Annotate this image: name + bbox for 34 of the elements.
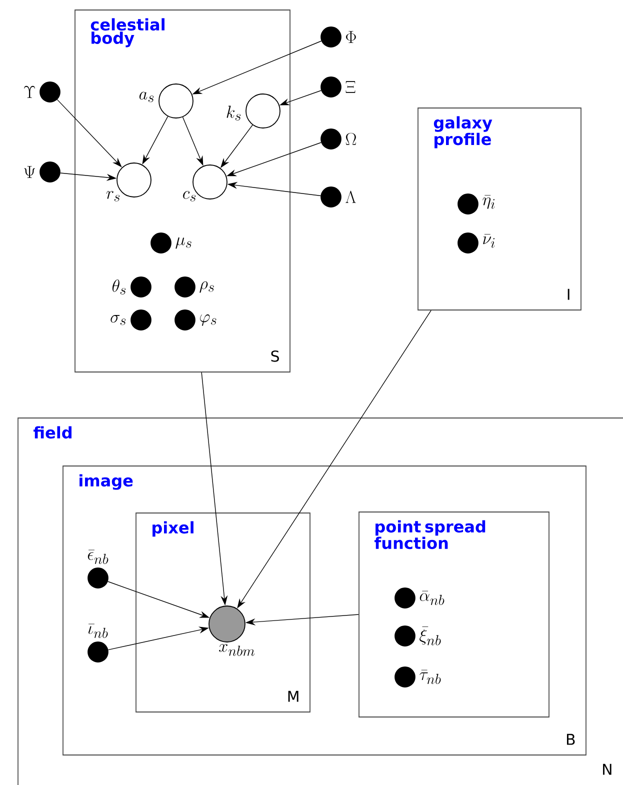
variable-label: $\bar{\tau}_{nb}$ — [420, 670, 441, 684]
variable-label: $x_{nbm}$ — [219, 644, 254, 656]
variable-label: $\Phi$ — [346, 31, 356, 43]
variable-label: $r_s$ — [106, 191, 120, 202]
variable-label: $\bar{\xi}_{nb}$ — [420, 626, 441, 646]
variable-label: $\bar{\alpha}_{nb}$ — [420, 590, 444, 605]
plate-index: B — [566, 734, 575, 745]
plate-index: N — [603, 764, 612, 775]
variable-label: $\bar{\nu}_i$ — [483, 234, 495, 248]
plate-index: S — [271, 350, 279, 362]
variable-label: $\varphi_s$ — [200, 314, 216, 326]
variable-label: $\bar{\iota}_{nb}$ — [88, 624, 108, 638]
variable-label: $\mu_s$ — [176, 237, 192, 249]
variable-label: $\Psi$ — [24, 166, 35, 178]
variable-label: $\rho_s$ — [200, 281, 214, 293]
variable-label: $\bar{\epsilon}_{nb}$ — [88, 550, 108, 564]
plate-index: I — [568, 288, 570, 300]
variable-label: $\bar{\eta}_i$ — [482, 195, 495, 209]
variable-label: $\Omega$ — [346, 132, 356, 145]
plate-title: galaxy profile — [434, 116, 492, 148]
variable-label: $a_s$ — [139, 92, 154, 102]
variable-label: $\sigma_s$ — [110, 314, 126, 326]
plate-title: point spread function — [374, 520, 486, 550]
plate-title: pixel — [152, 521, 194, 537]
plate-title: celestial body — [90, 18, 164, 48]
plate-title: image — [80, 474, 133, 490]
plate-title: field — [34, 426, 72, 439]
variable-label: $\theta_s$ — [112, 280, 126, 294]
plate-index: M — [288, 690, 298, 702]
variable-label: $\Lambda$ — [346, 190, 356, 203]
variable-label: $c_s$ — [183, 191, 196, 202]
variable-label: $\Upsilon$ — [24, 86, 35, 98]
variable-label: $\Xi$ — [346, 81, 356, 93]
variable-label: $k_s$ — [226, 106, 241, 120]
